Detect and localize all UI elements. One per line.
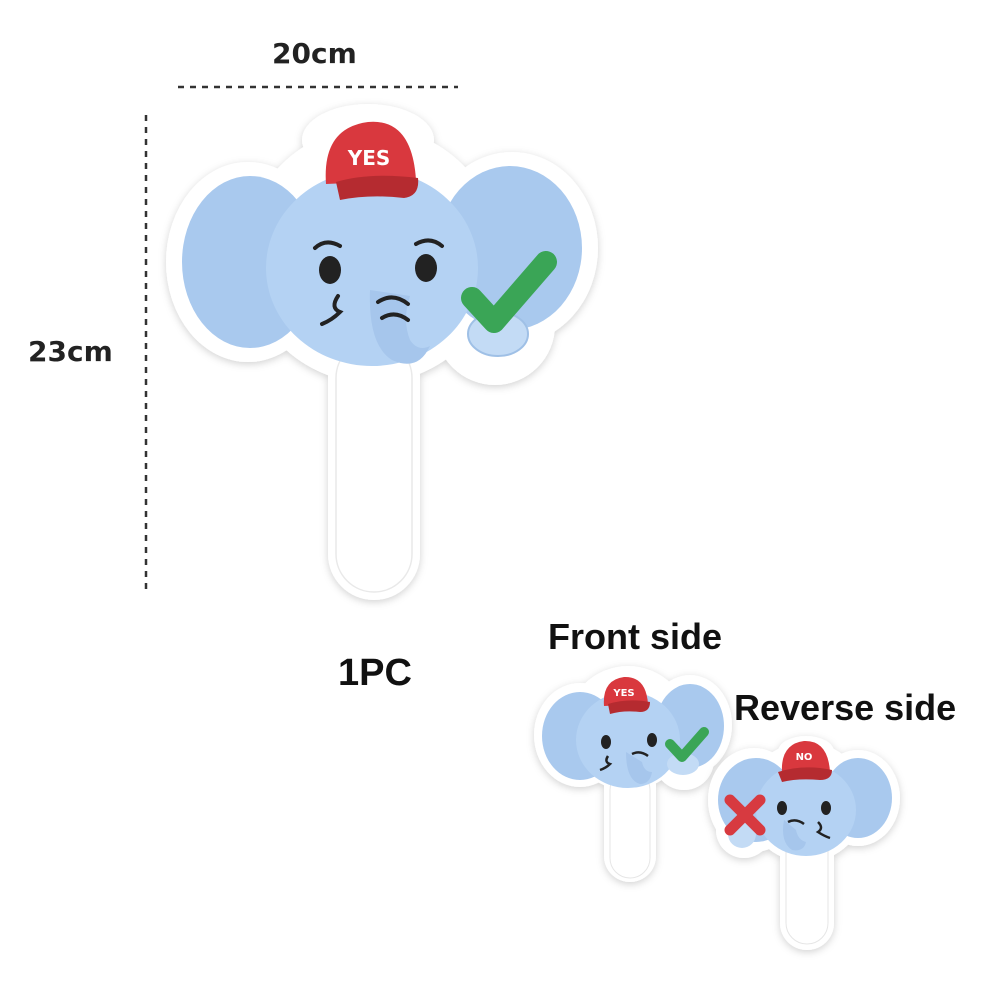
main-cap-text: YES (347, 146, 391, 170)
cap-brim (336, 175, 419, 200)
front-side-label: Front side (548, 616, 723, 657)
elephant-head (266, 170, 478, 366)
reverse-cap-text: NO (796, 752, 813, 763)
check-icon (665, 727, 709, 762)
quantity-label: 1PC (338, 652, 412, 694)
front-cap-text: YES (612, 688, 634, 699)
check-icon (461, 251, 557, 333)
width-label: 20cm (272, 37, 357, 70)
reverse-side-label: Reverse side (734, 687, 957, 728)
cap-crown (325, 121, 416, 184)
cross-icon (724, 794, 766, 836)
elephant-trunk (369, 290, 430, 364)
height-label: 23cm (28, 335, 113, 368)
